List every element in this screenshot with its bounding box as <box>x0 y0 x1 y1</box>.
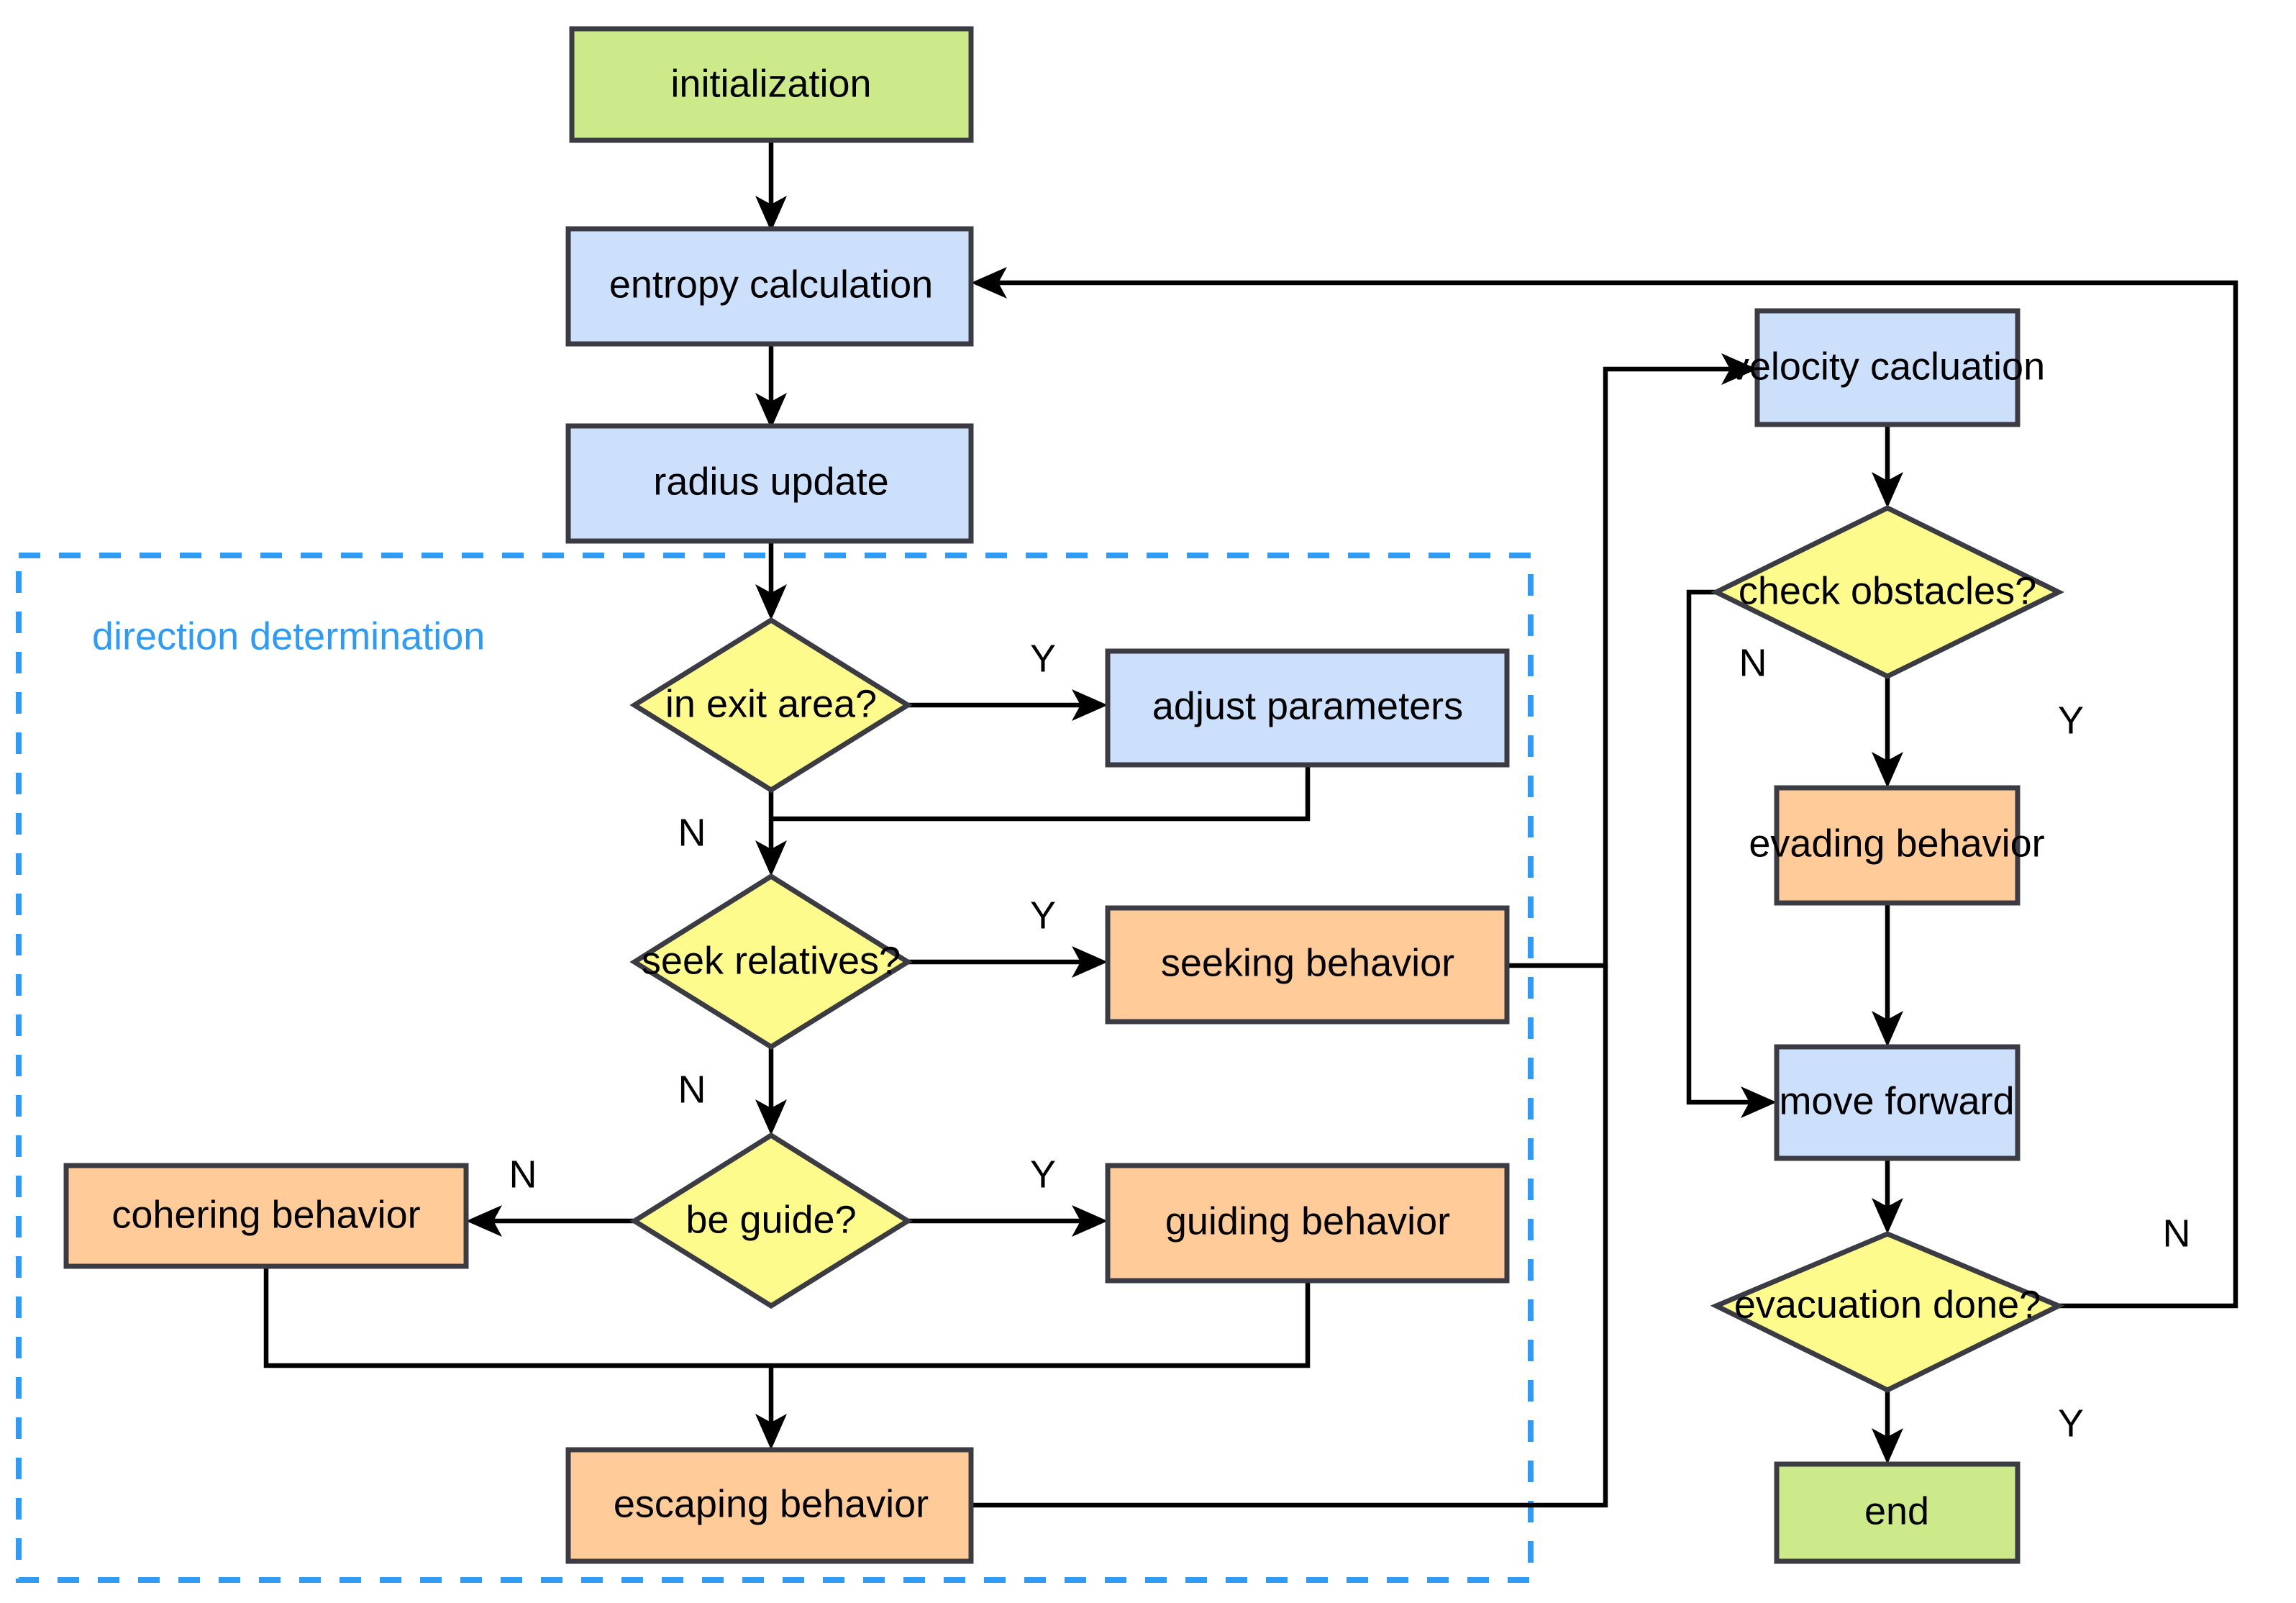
node-initialization-shape[interactable] <box>569 26 974 143</box>
edge-label-in-exit-area-yes: Y <box>1030 637 1056 680</box>
node-end-shape[interactable] <box>1774 1461 2021 1564</box>
edge-initialization-to-entropy <box>755 140 787 232</box>
node-in-exit-area[interactable]: in exit area? <box>629 617 913 794</box>
node-be-guide-label: be guide? <box>685 1198 856 1241</box>
node-radius-update-shape[interactable] <box>565 423 974 544</box>
node-cohering-behavior[interactable]: cohering behavior <box>63 1163 469 1269</box>
edge-label-in-exit-area-no: N <box>678 811 706 854</box>
node-end[interactable]: end <box>1774 1461 2021 1564</box>
edge-label-seek-relatives-yes: Y <box>1030 894 1056 937</box>
node-evading-behavior[interactable]: evading behavior <box>1749 785 2045 906</box>
edge-adjust-to-seekrelatives <box>771 766 1311 822</box>
edge-label-evacuation-done-yes: Y <box>2058 1402 2084 1445</box>
node-seek-relatives-label: seek relatives? <box>642 939 901 982</box>
edge-label-seek-relatives-no: N <box>678 1068 706 1111</box>
edge-radius-to-inexitarea <box>755 541 787 620</box>
node-be-guide-shape[interactable] <box>629 1132 913 1309</box>
node-end-label: end <box>1864 1489 1929 1532</box>
node-check-obstacles[interactable]: check obstacles? <box>1710 505 2064 679</box>
node-guiding-behavior[interactable]: guiding behavior <box>1105 1163 1510 1284</box>
node-in-exit-area-shape[interactable] <box>629 617 913 794</box>
node-evacuation-done-label: evacuation done? <box>1734 1283 2041 1326</box>
edge-beguide-yes-to-guiding <box>908 1205 1108 1237</box>
edge-seekrelatives-no-to-beguide <box>755 1047 787 1135</box>
node-seeking-behavior[interactable]: seeking behavior <box>1105 905 1510 1025</box>
node-be-guide[interactable]: be guide? <box>629 1132 913 1309</box>
node-check-obstacles-shape[interactable] <box>1710 505 2064 679</box>
node-move-forward-label: move forward <box>1779 1079 2014 1122</box>
node-escaping-behavior-label: escaping behavior <box>614 1482 929 1525</box>
node-initialization-label: initialization <box>670 62 871 105</box>
edge-evacuationdone-yes-to-end <box>1872 1390 1903 1464</box>
node-evacuation-done-shape[interactable] <box>1710 1231 2065 1393</box>
node-seek-relatives[interactable]: seek relatives? <box>629 873 913 1050</box>
node-move-forward-shape[interactable] <box>1774 1044 2021 1161</box>
edge-beguide-no-to-cohering <box>466 1205 637 1237</box>
edge-checkobstacles-yes-to-evading <box>1872 676 1903 788</box>
edge-evading-to-moveforward <box>1872 903 1903 1047</box>
node-guiding-behavior-shape[interactable] <box>1105 1163 1510 1284</box>
node-adjust-parameters-label: adjust parameters <box>1152 684 1463 727</box>
node-evading-behavior-shape[interactable] <box>1774 785 2021 906</box>
node-radius-update[interactable]: radius update <box>565 423 974 544</box>
node-guiding-behavior-label: guiding behavior <box>1165 1199 1450 1243</box>
edge-cohering-to-escaping <box>263 1266 771 1368</box>
edge-junction-to-escaping <box>755 1366 787 1450</box>
node-radius-update-label: radius update <box>653 460 888 503</box>
node-escaping-behavior[interactable]: escaping behavior <box>565 1447 974 1564</box>
edge-moveforward-to-evacuationdone <box>1872 1158 1903 1234</box>
node-cohering-behavior-label: cohering behavior <box>111 1193 420 1236</box>
edge-seeking-to-velocity <box>1507 353 1757 968</box>
edge-label-check-obstacles-no: N <box>1739 641 1767 684</box>
node-seeking-behavior-shape[interactable] <box>1105 905 1510 1025</box>
edge-evacuationdone-no-to-entropy <box>971 267 2238 1309</box>
edge-escaping-to-velocity <box>971 966 1608 1508</box>
node-velocity-calculation[interactable]: velocity cacluation <box>1730 308 2045 427</box>
node-adjust-parameters-shape[interactable] <box>1105 648 1510 768</box>
node-cohering-behavior-shape[interactable] <box>63 1163 469 1269</box>
node-entropy-calculation-shape[interactable] <box>565 226 974 347</box>
node-entropy-calculation[interactable]: entropy calculation <box>565 226 974 347</box>
node-seek-relatives-shape[interactable] <box>629 873 913 1050</box>
node-initialization[interactable]: initialization <box>569 26 974 143</box>
node-seeking-behavior-label: seeking behavior <box>1161 941 1454 984</box>
edge-label-check-obstacles-yes: Y <box>2058 699 2084 742</box>
node-escaping-behavior-shape[interactable] <box>565 1447 974 1564</box>
node-entropy-calculation-label: entropy calculation <box>609 263 933 306</box>
edge-entropy-to-radius <box>755 344 787 429</box>
node-in-exit-area-label: in exit area? <box>665 682 877 725</box>
edge-inexitarea-no-to-seekrelatives <box>755 790 787 876</box>
edge-label-be-guide-yes: Y <box>1030 1153 1056 1196</box>
edge-inexitarea-yes-to-adjust <box>908 689 1108 721</box>
node-evading-behavior-label: evading behavior <box>1749 822 2044 865</box>
node-velocity-calculation-shape[interactable] <box>1754 308 2021 427</box>
edge-seekrelatives-yes-to-seeking <box>908 946 1108 978</box>
edge-guiding-to-escaping <box>771 1281 1311 1368</box>
direction-determination-label: direction determination <box>92 614 485 658</box>
node-move-forward[interactable]: move forward <box>1774 1044 2021 1161</box>
edge-velocity-to-checkobstacles <box>1872 424 1903 508</box>
node-evacuation-done[interactable]: evacuation done? <box>1710 1231 2065 1393</box>
node-velocity-calculation-label: velocity cacluation <box>1730 345 2045 388</box>
node-check-obstacles-label: check obstacles? <box>1739 569 2036 612</box>
edge-label-evacuation-done-no: N <box>2163 1212 2191 1255</box>
node-adjust-parameters[interactable]: adjust parameters <box>1105 648 1510 768</box>
edge-label-be-guide-no: N <box>509 1153 537 1196</box>
direction-determination-group <box>16 553 1534 1583</box>
